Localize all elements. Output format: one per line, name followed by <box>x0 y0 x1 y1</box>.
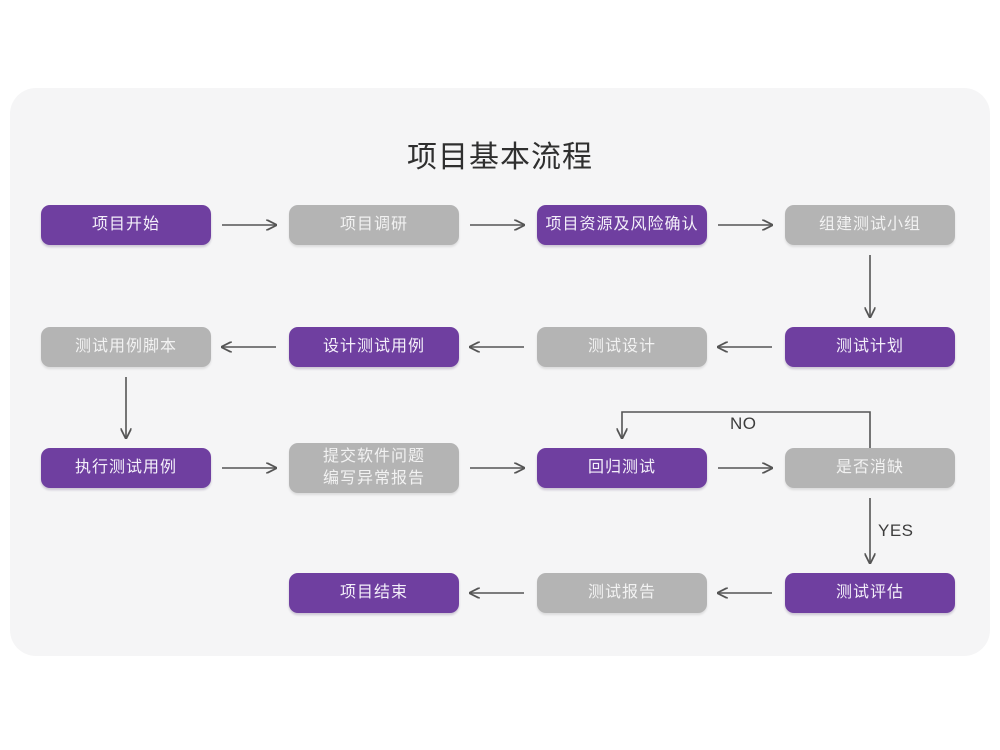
node-project-start[interactable]: 项目开始 <box>41 205 211 245</box>
node-project-end[interactable]: 项目结束 <box>289 573 459 613</box>
node-submit-defect-report[interactable]: 提交软件问题 编写异常报告 <box>289 443 459 493</box>
node-resource-risk-confirm[interactable]: 项目资源及风险确认 <box>537 205 707 245</box>
edge-label-no: NO <box>730 414 757 433</box>
node-test-evaluation[interactable]: 测试评估 <box>785 573 955 613</box>
node-test-plan[interactable]: 测试计划 <box>785 327 955 367</box>
node-defect-cleared-decision[interactable]: 是否消缺 <box>785 448 955 488</box>
node-project-research[interactable]: 项目调研 <box>289 205 459 245</box>
node-design-test-case[interactable]: 设计测试用例 <box>289 327 459 367</box>
content-card <box>10 88 990 656</box>
node-regression-test[interactable]: 回归测试 <box>537 448 707 488</box>
node-execute-test-case[interactable]: 执行测试用例 <box>41 448 211 488</box>
edge-label-yes: YES <box>878 521 914 540</box>
node-test-case-script[interactable]: 测试用例脚本 <box>41 327 211 367</box>
page-title: 项目基本流程 <box>407 141 593 174</box>
node-test-report[interactable]: 测试报告 <box>537 573 707 613</box>
node-test-design[interactable]: 测试设计 <box>537 327 707 367</box>
node-form-test-team[interactable]: 组建测试小组 <box>785 205 955 245</box>
